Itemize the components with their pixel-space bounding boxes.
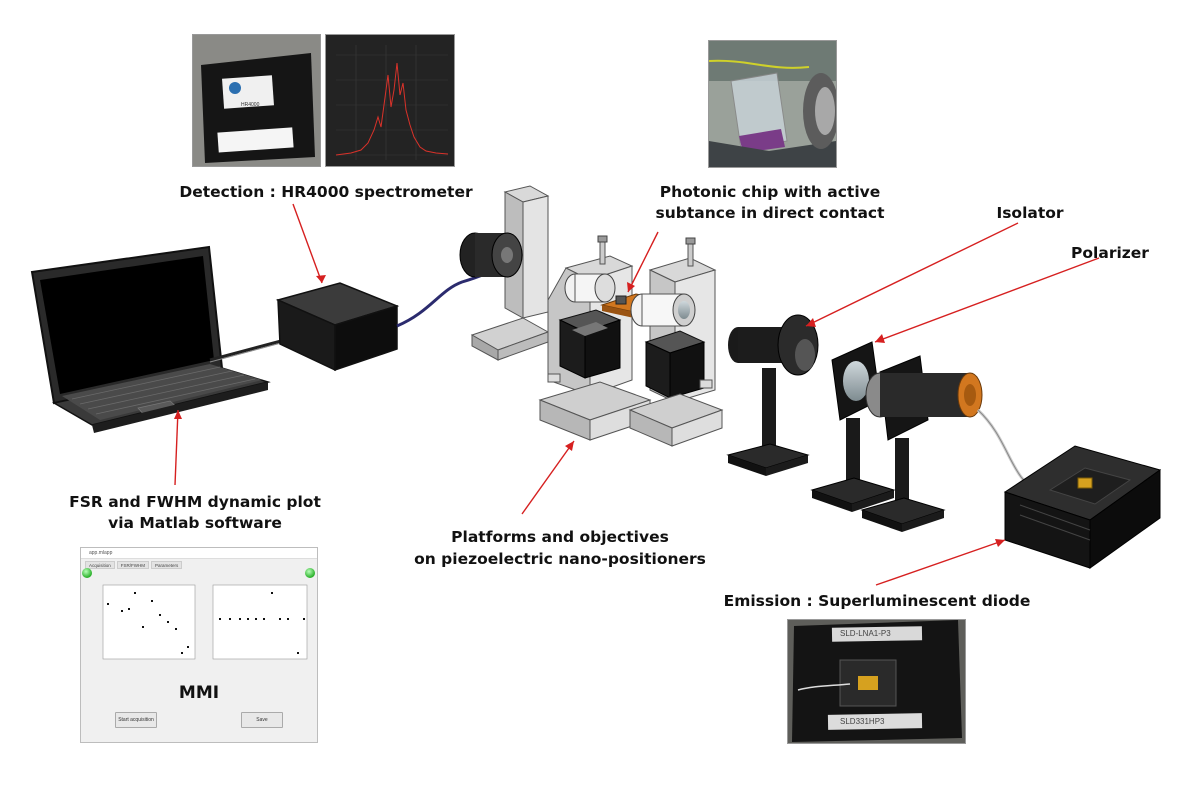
start-acquisition-button[interactable]: Start acquisition — [115, 712, 157, 728]
sld-source-icon — [1003, 445, 1162, 569]
platforms-label-line1: Platforms and objectives — [451, 528, 669, 546]
photonic-chip-label-line1: Photonic chip with active — [659, 183, 881, 201]
mmi-plots — [82, 568, 315, 660]
spectrometer-model-text: HR4000 — [241, 102, 260, 108]
fsr-fwhm-label-line2: via Matlab software — [108, 514, 282, 532]
sld-diode-photo: SLD-LNA1-P3 SLD331HP3 — [787, 619, 966, 744]
spectrum-plot-photo — [325, 34, 455, 167]
emission-label: Emission : Superluminescent diode — [723, 592, 1031, 610]
polarizer-label: Polarizer — [1071, 244, 1149, 262]
photonic-chip-label-line2: subtance in direct contact — [655, 204, 885, 222]
status-led-left-icon — [82, 568, 92, 578]
spectrometer-photo: HR4000 — [192, 34, 321, 167]
nano-positioner-base-icon — [538, 373, 724, 447]
save-button[interactable]: Save — [241, 712, 283, 728]
sld-label-bottom: SLD331HP3 — [840, 717, 885, 726]
mmi-title-bar: app.mlapp — [81, 548, 317, 559]
annotation-arrows — [174, 203, 1100, 586]
mmi-tab-bar: Acquisition FSR/FWHM Parameters — [81, 559, 317, 571]
sld-label-top: SLD-LNA1-P3 — [840, 629, 891, 638]
mmi-tab-parameters[interactable]: Parameters — [151, 561, 183, 569]
fsr-fwhm-label-line1: FSR and FWHM dynamic plot — [69, 493, 321, 511]
mmi-title: MMI — [178, 683, 220, 703]
status-led-right-icon — [305, 568, 315, 578]
polarizer-icon — [810, 341, 896, 512]
mmi-tab-acquisition[interactable]: Acquisition — [85, 561, 115, 569]
laptop-icon — [30, 245, 271, 433]
right-objective-mount-icon — [630, 237, 717, 403]
isolator-icon — [726, 314, 819, 476]
isolator-label: Isolator — [996, 204, 1064, 222]
detection-label: Detection : HR4000 spectrometer — [179, 183, 473, 201]
left-objective-mount-icon — [547, 235, 634, 396]
mmi-software-window: app.mlapp Acquisition FSR/FWHM Parameter… — [80, 547, 318, 743]
fiber-holder-icon — [459, 185, 550, 361]
photonic-chip-photo — [708, 40, 837, 168]
platforms-label-line2: on piezoelectric nano-positioners — [414, 550, 706, 568]
collimator-icon — [860, 355, 983, 532]
spectrometer-box-icon — [275, 282, 400, 372]
mmi-tab-fsr-fwhm[interactable]: FSR/FWHM — [116, 561, 150, 569]
